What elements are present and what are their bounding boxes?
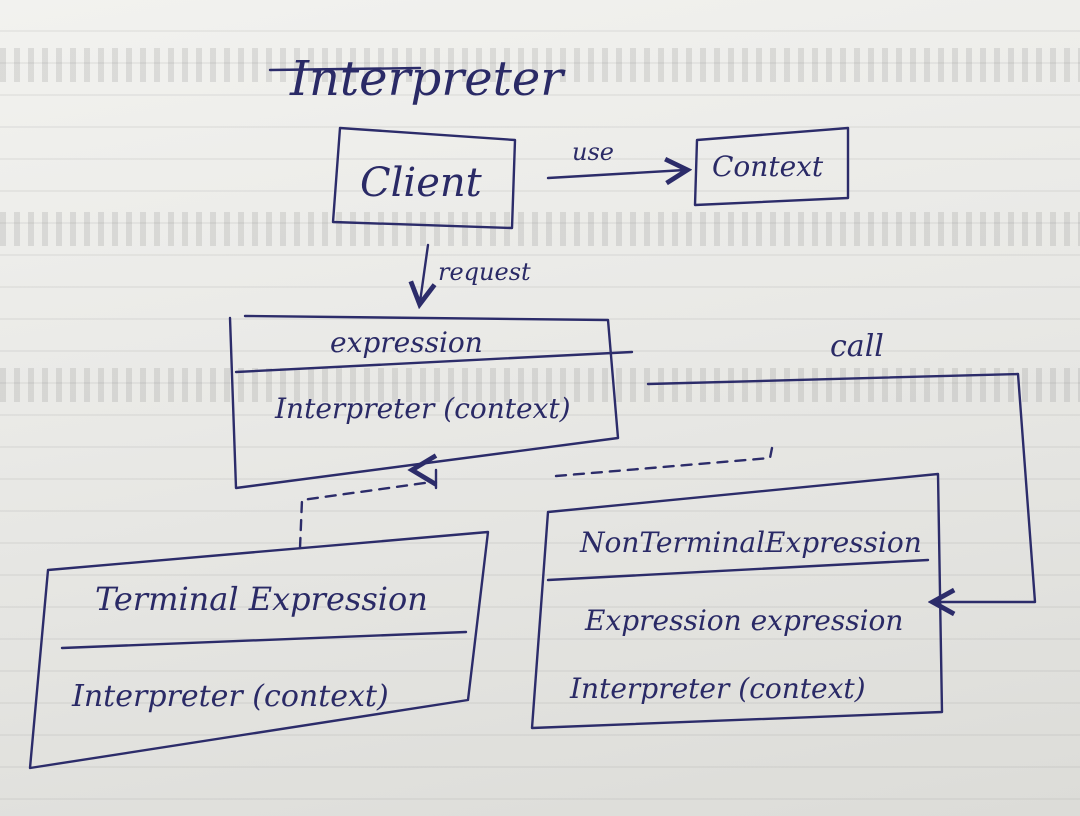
expression-class-name: expression bbox=[330, 326, 483, 359]
context-box: Context bbox=[693, 126, 850, 207]
paper-bleed-texture bbox=[0, 212, 1080, 246]
nonterminal-method: Interpreter (context) bbox=[569, 672, 866, 705]
nonterminal-inheritance-line bbox=[554, 446, 774, 478]
uses-label: use bbox=[572, 138, 614, 166]
expression-class-box: expression Interpreter (context) bbox=[228, 314, 634, 490]
diagram-title: Interpreter bbox=[289, 51, 566, 107]
uses-arrow bbox=[546, 170, 685, 178]
call-label: call bbox=[830, 329, 884, 364]
context-label: Context bbox=[712, 150, 824, 183]
nonterminal-class-name: NonTerminalExpression bbox=[579, 526, 922, 559]
client-box: Client bbox=[331, 126, 517, 230]
request-arrow bbox=[420, 243, 428, 302]
paper-bleed-texture bbox=[0, 48, 1080, 82]
terminal-class-name: Terminal Expression bbox=[95, 580, 428, 618]
terminal-method: Interpreter (context) bbox=[71, 679, 389, 714]
title-underline bbox=[268, 66, 422, 72]
call-arrow bbox=[646, 372, 1037, 602]
terminal-expression-box: Terminal Expression Interpreter (context… bbox=[28, 530, 490, 770]
client-label: Client bbox=[360, 160, 483, 206]
nonterminal-expression-box: NonTerminalExpression Expression express… bbox=[530, 472, 944, 730]
request-label: request bbox=[438, 258, 531, 286]
nonterminal-field: Expression expression bbox=[584, 604, 903, 637]
terminal-inheritance-line bbox=[298, 480, 434, 550]
paper-bleed-texture bbox=[0, 368, 1080, 402]
expression-method: Interpreter (context) bbox=[274, 392, 571, 425]
